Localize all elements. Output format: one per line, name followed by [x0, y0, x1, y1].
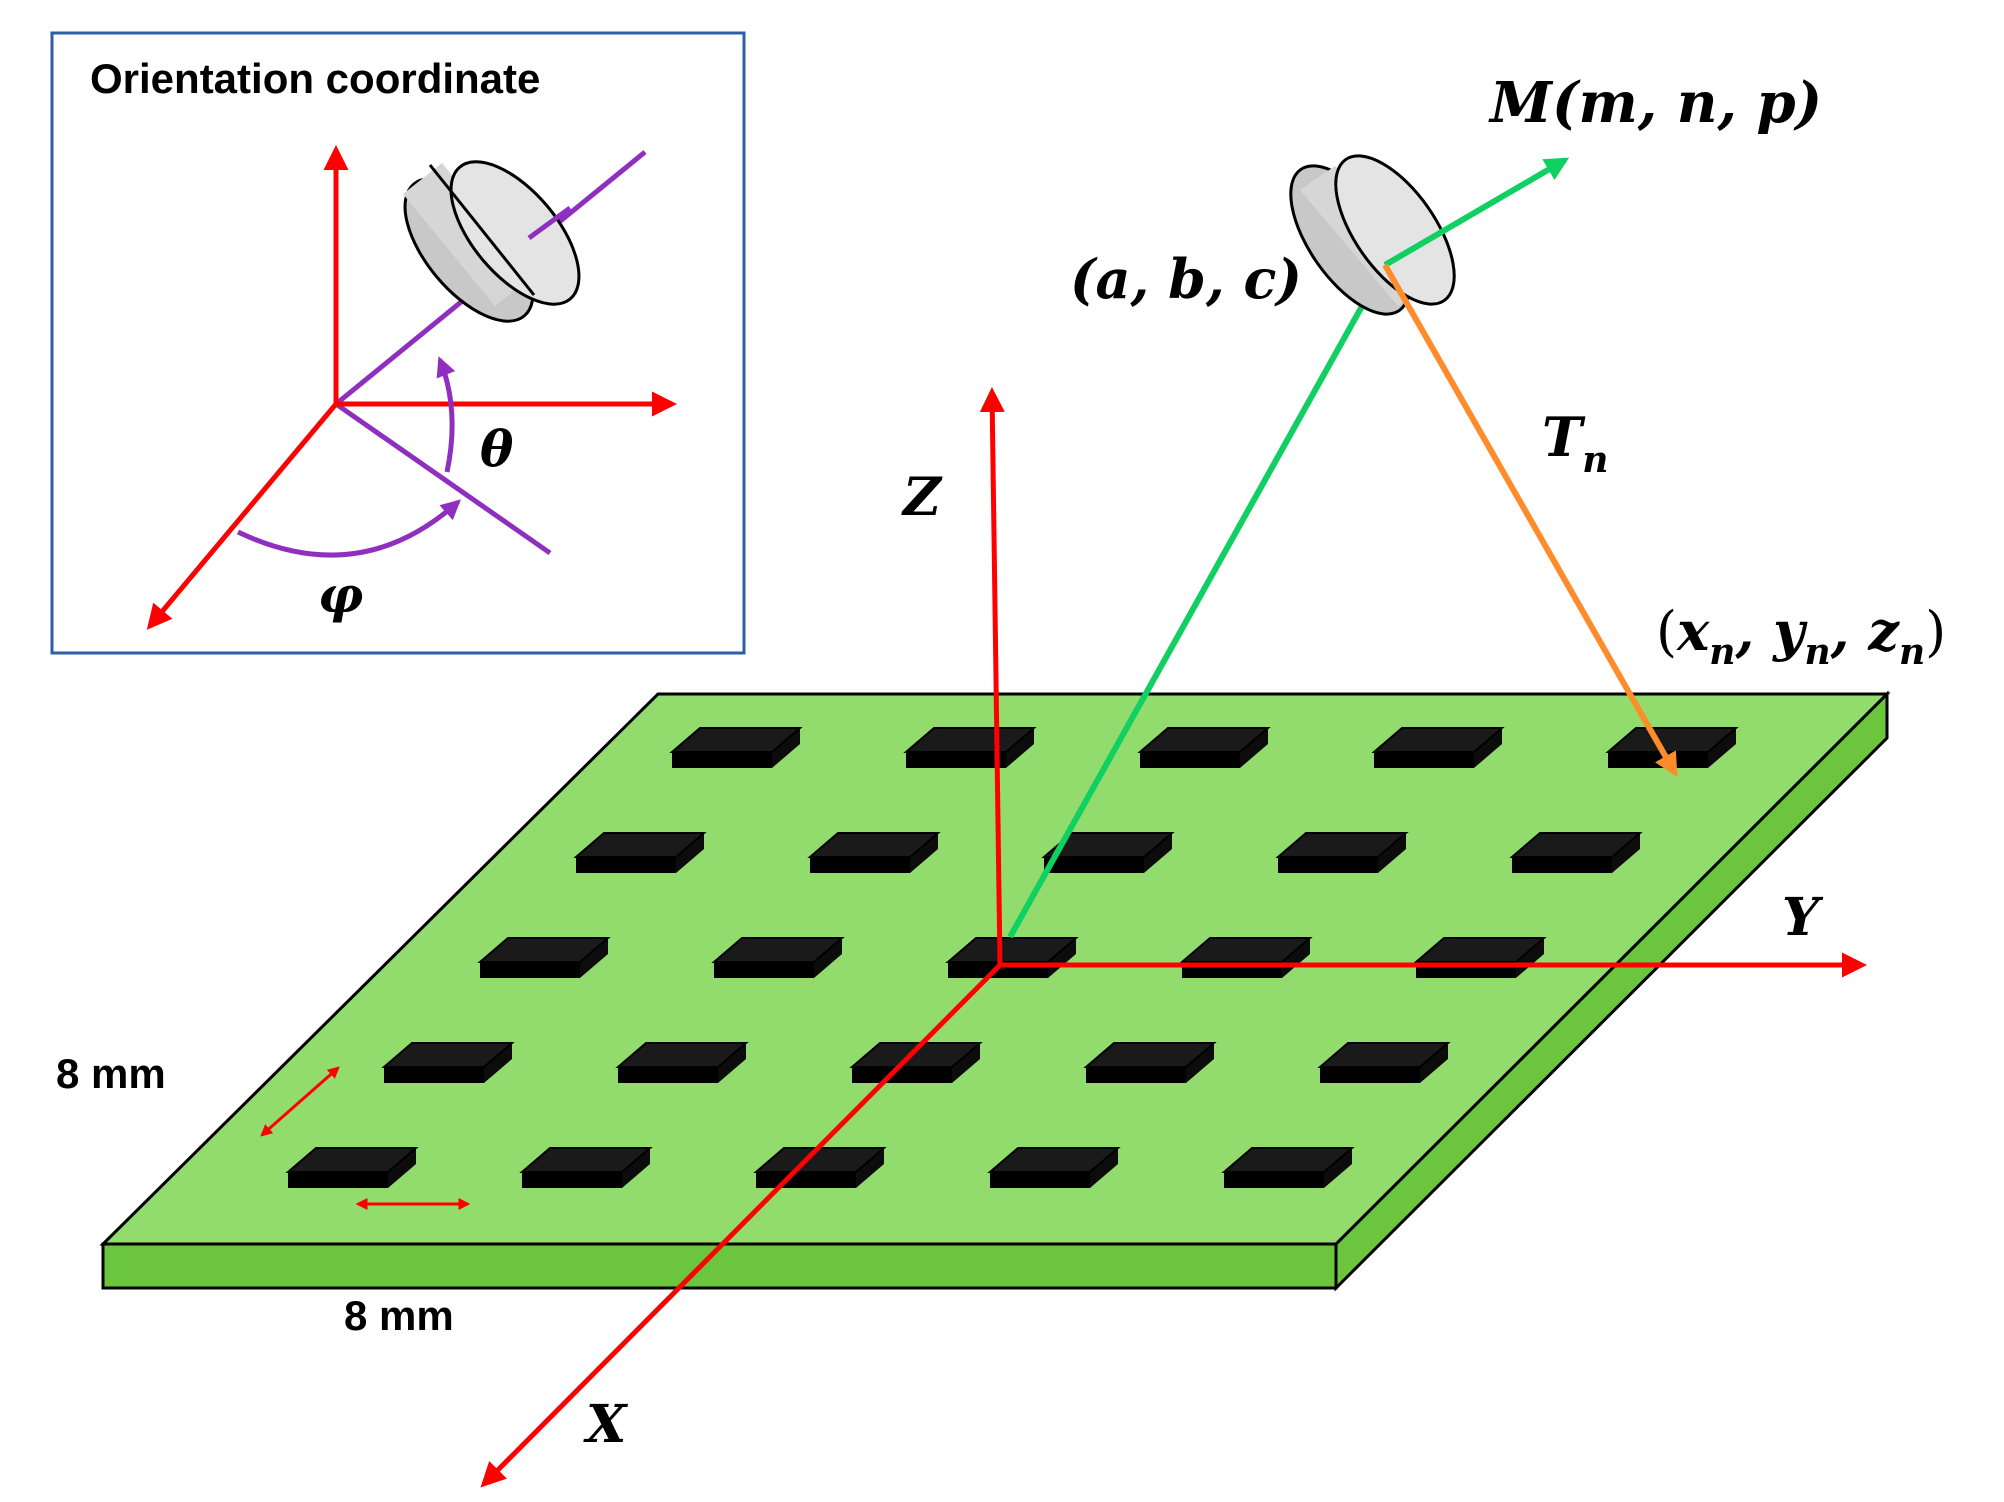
- sensor-chip: [849, 1042, 983, 1083]
- sensor-chip: [1605, 727, 1739, 768]
- x-axis-label: X: [583, 1394, 629, 1455]
- pitch-horizontal-label: 8 mm: [344, 1292, 454, 1339]
- sensor-chip: [1083, 1042, 1217, 1083]
- moment-label: M(m, n, p): [1488, 70, 1822, 136]
- sensor-chip: [807, 832, 941, 873]
- sensor-x: x: [1676, 599, 1710, 663]
- theta-label: θ: [480, 419, 514, 478]
- sensor-chip: [1371, 727, 1505, 768]
- distance-label-subscript: n: [1582, 439, 1608, 481]
- magnet-position-vector: [1007, 263, 1388, 939]
- moment-vector: [1383, 157, 1570, 268]
- distance-vector: [1382, 263, 1678, 778]
- inset-title: Orientation coordinate: [90, 55, 540, 102]
- z-axis: [979, 387, 1005, 966]
- sensor-position-label: (xn, yn, zn): [1656, 599, 1946, 673]
- distance-label-main: T: [1542, 405, 1586, 469]
- sensor-chip: [1041, 832, 1175, 873]
- magnet-group: M(m, n, p) (a, b, c) Tn (xn, yn, zn): [1007, 70, 1946, 939]
- sensor-chip: [1275, 832, 1409, 873]
- theta-arc: [436, 356, 456, 473]
- dimension-annotations: 8 mm 8 mm: [56, 1050, 471, 1339]
- sensor-x-sub: n: [1709, 631, 1735, 673]
- sensor-chip: [1317, 1042, 1451, 1083]
- sensor-chip: [615, 1042, 749, 1083]
- sensor-chip: [1221, 1147, 1355, 1188]
- pitch-diagonal-arrow: [260, 1066, 340, 1137]
- sensor-chip: [903, 727, 1037, 768]
- z-axis-label: Z: [901, 467, 943, 528]
- sensor-chip: [1137, 727, 1271, 768]
- inset-magnet-icon: [403, 160, 581, 323]
- pitch-diagonal-label: 8 mm: [56, 1050, 166, 1097]
- inset-frame: [50, 31, 746, 655]
- sensor-chip: [381, 1042, 515, 1083]
- x-axis: [480, 963, 1002, 1488]
- sensor-chip: [1509, 832, 1643, 873]
- magnet-icon: [1289, 154, 1456, 316]
- sensor-y: y: [1772, 599, 1808, 663]
- y-axis-label: Y: [1782, 887, 1824, 948]
- inset-x-axis: [146, 402, 338, 630]
- sensor-chip: [711, 937, 845, 978]
- sensor-chip: [573, 832, 707, 873]
- magnet-position-label: (a, b, c): [1070, 247, 1302, 311]
- sensor-z-sub: n: [1899, 631, 1925, 673]
- sensor-chip: [285, 1147, 419, 1188]
- sensor-chip: [669, 727, 803, 768]
- sensor-chip: [519, 1147, 653, 1188]
- inset-projection-line: [334, 401, 552, 556]
- main-axes: Z Y X: [480, 387, 1867, 1488]
- phi-label: φ: [318, 565, 363, 624]
- sensor-chip: [477, 937, 611, 978]
- sensor-chips: [285, 727, 1739, 1188]
- sensor-y-sub: n: [1804, 631, 1830, 673]
- distance-label: Tn: [1542, 405, 1608, 481]
- orientation-inset: Orientation coordinate θ φ: [50, 31, 746, 655]
- sensor-z: z: [1867, 599, 1900, 663]
- sensor-chip: [987, 1147, 1121, 1188]
- phi-arc: [236, 499, 461, 558]
